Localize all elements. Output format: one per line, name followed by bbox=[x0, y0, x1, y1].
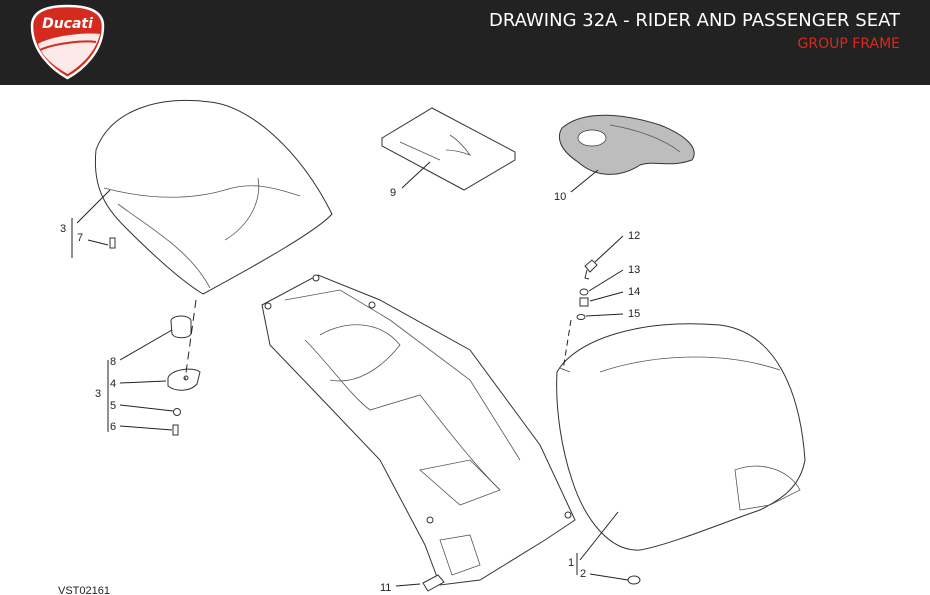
ducati-logo: Ducati bbox=[30, 4, 105, 80]
callout-2: 2 bbox=[580, 568, 586, 580]
washer-5[interactable] bbox=[173, 408, 181, 416]
callout-9: 9 bbox=[390, 187, 396, 199]
callout-13: 13 bbox=[628, 264, 640, 276]
exploded-parts-diagram: 1 2 3 3 4 5 6 7 8 9 10 11 12 13 14 15 VS… bbox=[58, 99, 806, 595]
passenger-seat[interactable] bbox=[94, 99, 333, 295]
callout-12: 12 bbox=[628, 230, 640, 242]
callout-4: 4 bbox=[110, 378, 116, 390]
part-13[interactable] bbox=[579, 288, 589, 296]
screw-7[interactable] bbox=[109, 237, 116, 249]
clip-11[interactable] bbox=[422, 574, 445, 592]
seat-cover[interactable] bbox=[558, 114, 695, 175]
key-lock-12[interactable] bbox=[584, 259, 598, 280]
callout-10: 10 bbox=[554, 191, 566, 203]
callout-8: 8 bbox=[110, 356, 116, 368]
brand-wordmark: Ducati bbox=[42, 16, 93, 32]
callout-14: 14 bbox=[628, 286, 640, 298]
callout-3-lower: 3 bbox=[95, 388, 101, 400]
callout-15: 15 bbox=[628, 308, 640, 320]
drawing-code: VST02161 bbox=[58, 585, 110, 595]
screw-6[interactable] bbox=[172, 424, 179, 436]
spring-14[interactable] bbox=[579, 297, 589, 307]
rider-seat[interactable] bbox=[556, 323, 806, 551]
callout-6: 6 bbox=[110, 421, 116, 433]
page-title: DRAWING 32A - RIDER AND PASSENGER SEAT bbox=[489, 10, 900, 31]
callout-11: 11 bbox=[380, 582, 391, 594]
callout-1: 1 bbox=[568, 557, 574, 569]
callout-3-upper: 3 bbox=[60, 223, 66, 235]
plug-2[interactable] bbox=[627, 575, 641, 585]
manual-booklet[interactable] bbox=[380, 107, 517, 191]
washer-15[interactable] bbox=[576, 314, 586, 320]
bracket-plate[interactable] bbox=[167, 368, 201, 391]
page-subtitle: GROUP FRAME bbox=[797, 36, 900, 52]
callout-5: 5 bbox=[110, 400, 116, 412]
header-bar: Ducati DRAWING 32A - RIDER AND PASSENGER… bbox=[0, 0, 930, 85]
rear-subframe[interactable] bbox=[261, 274, 576, 586]
callout-7: 7 bbox=[77, 232, 83, 244]
rubber-buffer[interactable] bbox=[170, 315, 192, 339]
